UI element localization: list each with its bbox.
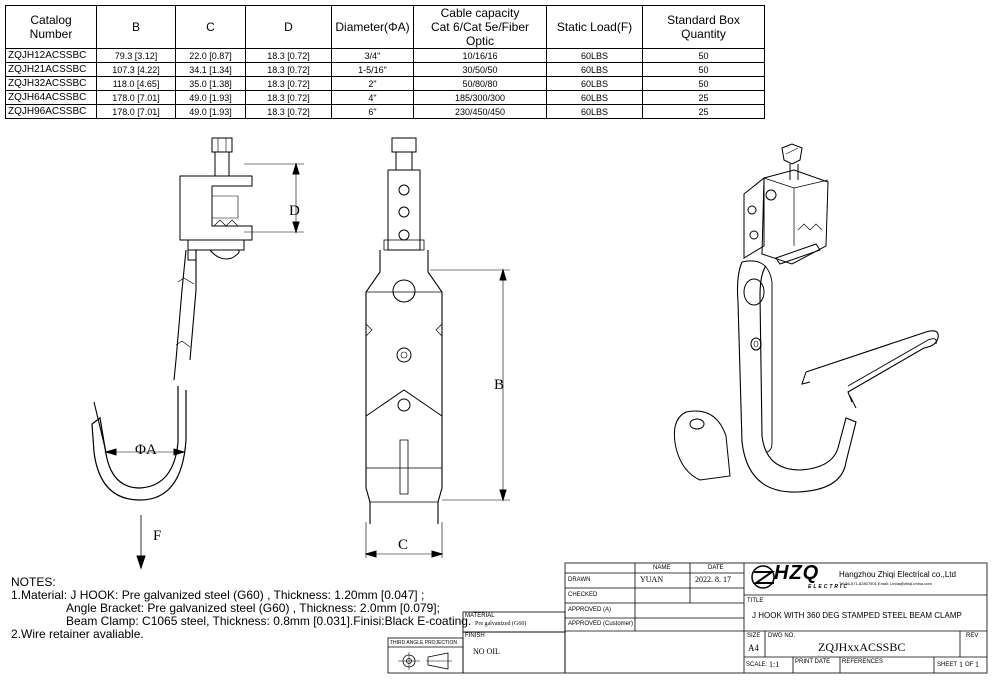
tb-projection-label: THIRD ANGLE PROJECTION xyxy=(390,640,457,646)
side-bracket-plate xyxy=(187,239,245,251)
cell-quantity: 25 xyxy=(642,104,765,119)
side-nut xyxy=(209,249,240,260)
iso-wire-retainer xyxy=(805,330,939,403)
tb-drawn-label: DRAWN xyxy=(568,577,591,583)
tb-col-date: DATE xyxy=(708,565,724,571)
dim-label-f: F xyxy=(153,528,162,544)
tb-of-label: OF xyxy=(965,662,974,668)
tb-dwg-value: ZQJHxxACSSBC xyxy=(818,640,906,654)
tb-references-label: REFERENCES xyxy=(842,659,884,665)
front-bracket xyxy=(387,169,421,251)
side-j-hook xyxy=(91,386,187,501)
tb-logo-sub: ELECTRIC xyxy=(808,584,849,590)
side-bolt-head xyxy=(211,137,233,153)
title-block-frame xyxy=(387,562,988,674)
front-view xyxy=(364,137,510,558)
isometric-view xyxy=(673,143,939,493)
header-cable-capacity-line1: Cable capacity xyxy=(440,6,520,20)
tb-checked-label: CHECKED xyxy=(568,592,598,598)
tb-title-value: J HOOK WITH 360 DEG STAMPED STEEL BEAM C… xyxy=(752,611,962,620)
cell-capacity: 230/450/450 xyxy=(413,104,547,119)
tb-logo-text: HZQ xyxy=(774,562,820,584)
iso-beam-clamp xyxy=(761,169,829,265)
header-box-quantity: Standard Box Quantity xyxy=(642,5,765,49)
tb-finish-value: NO OIL xyxy=(473,647,500,656)
notes-line-3: Beam Clamp: C1065 steel, Thickness: 0.8m… xyxy=(66,614,472,628)
dim-label-phi-a: ΦA xyxy=(135,442,157,458)
cell-b: 178.0 [7.01] xyxy=(96,104,176,119)
spec-table-header: Catalog Number B C D Diameter(ΦA) Cable … xyxy=(5,5,765,49)
tb-col-name: NAME xyxy=(653,565,671,571)
table-row: ZQJH32ACSSBC 118.0 [4.65] 35.0 [1.38] 18… xyxy=(5,76,765,91)
tb-approved-label: APPROVED (A) xyxy=(568,607,612,613)
tb-sheet-label: SHEET xyxy=(937,662,958,668)
header-diameter: Diameter(ΦA) xyxy=(331,5,414,49)
header-catalog-number: Catalog Number xyxy=(5,5,97,49)
tb-approved-customer-label: APPROVED (Customer) xyxy=(568,621,634,627)
front-bolt-head xyxy=(391,137,417,153)
tb-size-value: A4 xyxy=(748,643,759,653)
tb-size-label: SIZE xyxy=(747,633,761,639)
tb-of-value: 1 xyxy=(975,660,979,669)
table-row: ZQJH96ACSSBC 178.0 [7.01] 49.0 [1.93] 18… xyxy=(5,104,765,119)
tb-material-value: Pre galvanized (G60) xyxy=(475,621,527,627)
side-view xyxy=(91,137,304,570)
side-bolt-shank xyxy=(214,151,230,177)
tb-rev-label: REV xyxy=(966,633,979,639)
iso-j-hook xyxy=(736,261,857,493)
cell-catalog: ZQJH96ACSSBC xyxy=(5,104,97,119)
tb-company-contact: Tel:86-571-82807601 Email: Linda@zhiqi-c… xyxy=(839,581,932,586)
tb-sheet-value: 1 xyxy=(959,660,963,669)
tb-scale-label: SCALE: xyxy=(746,662,768,668)
tb-material-label: MATERIAL xyxy=(465,613,495,619)
side-beam-clamp xyxy=(179,175,253,241)
tb-dwg-label: DWG NO. xyxy=(768,633,795,639)
table-row: ZQJH64ACSSBC 178.0 [7.01] 49.0 [1.93] 18… xyxy=(5,90,765,105)
notes-line-1: 1.Material: J HOOK: Pre galvanized steel… xyxy=(11,588,425,602)
notes-line-4: 2.Wire retainer avaliable. xyxy=(11,627,144,641)
spec-table: Catalog Number B C D Diameter(ΦA) Cable … xyxy=(5,5,765,119)
tb-finish-label: FINISH xyxy=(465,633,485,639)
tb-scale-value: 1:1 xyxy=(769,660,780,669)
dim-label-b: B xyxy=(494,377,505,393)
tb-print-date-label: PRINT DATE xyxy=(795,659,831,665)
iso-bolt-head xyxy=(781,143,803,165)
tb-drawn-name: YUAN xyxy=(640,575,664,584)
notes-line-2: Angle Bracket: Pre galvanized steel (G60… xyxy=(66,601,440,615)
cell-d: 18.3 [0.72] xyxy=(245,104,332,119)
front-j-hook xyxy=(365,250,443,524)
header-cable-capacity-line2: Cat 6/Cat 5e/Fiber Optic xyxy=(430,20,530,48)
tb-title-label: TITLE xyxy=(747,598,764,604)
notes-title: NOTES: xyxy=(11,575,56,589)
tb-company-name: Hangzhou Zhiqi Electrical co.,Ltd xyxy=(839,570,956,579)
hzq-logo-emblem xyxy=(751,565,776,589)
dim-label-c: C xyxy=(398,537,409,553)
notes: NOTES: 1.Material: J HOOK: Pre galvanize… xyxy=(11,576,471,641)
dim-label-d: D xyxy=(289,203,300,219)
header-cable-capacity: Cable capacity Cat 6/Cat 5e/Fiber Optic xyxy=(413,5,547,49)
tb-drawn-date: 2022. 8. 17 xyxy=(695,575,731,584)
